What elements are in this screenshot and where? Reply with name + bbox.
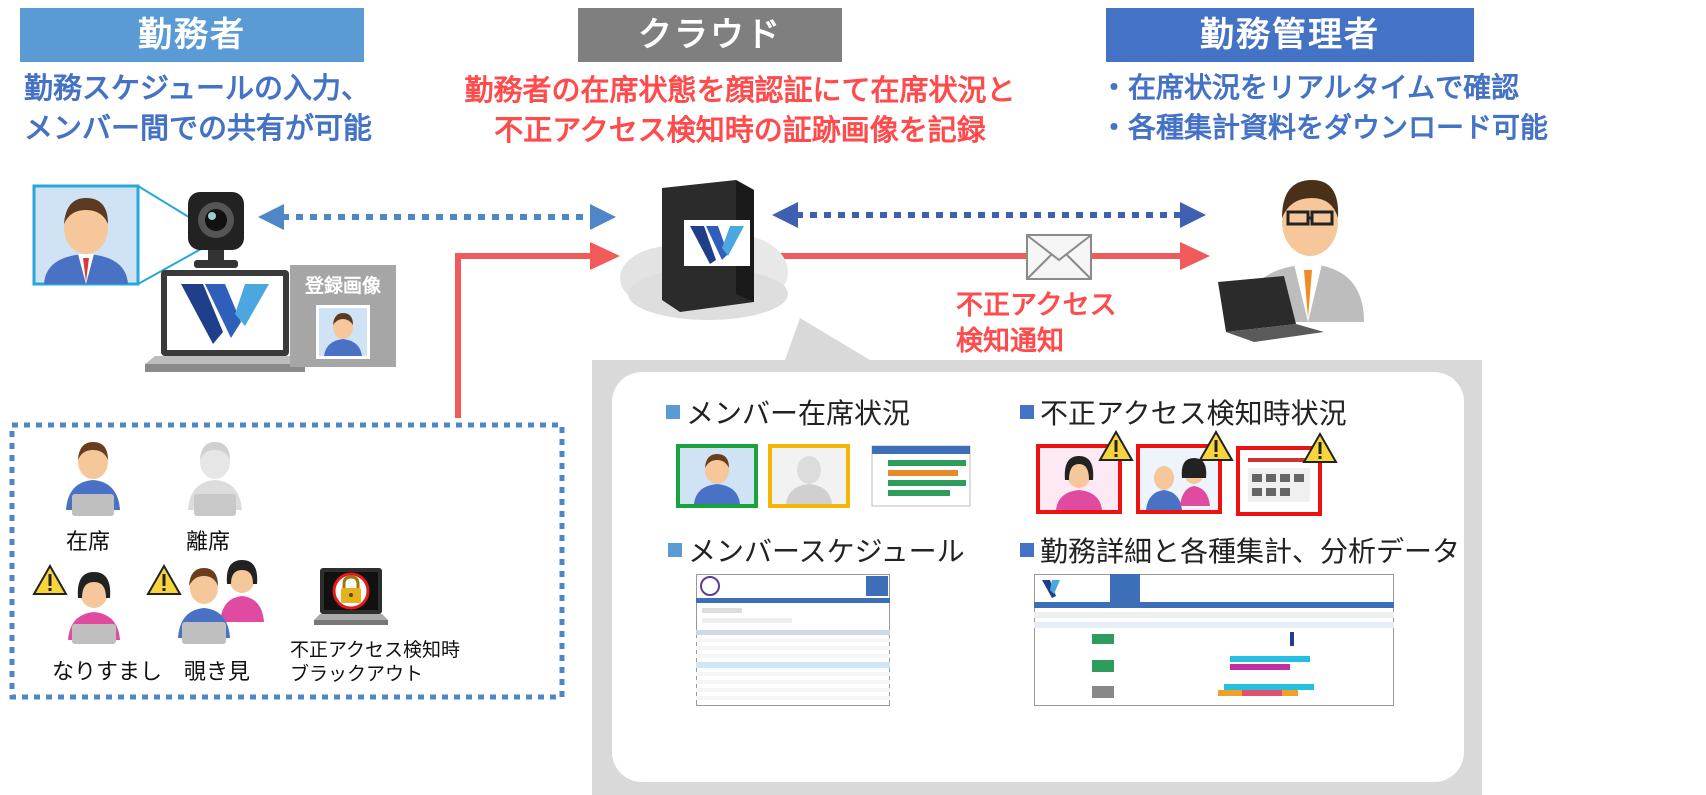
laptop-icon xyxy=(145,270,305,372)
peeking-label: 覗き見 xyxy=(184,660,251,685)
manager-description: ・在席状況をリアルタイムで確認・各種集計資料をダウンロード可能 xyxy=(1100,71,1549,144)
incident-thumbnails xyxy=(1036,430,1338,516)
member-status-thumbnails xyxy=(676,444,971,508)
worker-description: 勤務スケジュールの入力、メンバー間での共有が可能 xyxy=(24,71,373,145)
present-person-icon xyxy=(66,442,120,516)
warning-icon xyxy=(1098,430,1134,461)
cloud-header: クラウド xyxy=(578,8,842,62)
worker-header: 勤務者 xyxy=(20,8,364,62)
member-status-heading: メンバー在席状況 xyxy=(666,392,910,432)
warning-icon xyxy=(1302,431,1338,463)
registered-image-label: 登録画像 xyxy=(304,275,381,297)
warning-icon xyxy=(1198,430,1234,461)
manager-header: 勤務管理者 xyxy=(1106,8,1474,62)
logo-icon xyxy=(181,284,269,344)
away-label: 離席 xyxy=(186,530,231,555)
impersonation-label: なりすまし xyxy=(52,660,163,685)
blackout-laptop-icon xyxy=(314,568,388,625)
incident-status-heading: 不正アクセス検知時状況 xyxy=(1020,392,1347,432)
schedule-screenshot xyxy=(696,574,890,706)
server-icon xyxy=(662,180,754,312)
webcam-icon xyxy=(188,192,244,268)
member-schedule-heading: メンバースケジュール xyxy=(668,530,965,570)
away-person-icon xyxy=(188,442,242,516)
states-box xyxy=(9,422,565,700)
mail-icon xyxy=(1026,234,1092,280)
lock-icon xyxy=(341,575,361,603)
impersonation-icon xyxy=(32,564,120,644)
peeking-icon xyxy=(146,560,264,644)
registered-image-box: 登録画像 xyxy=(290,265,396,367)
present-label: 在席 xyxy=(66,530,111,555)
cloud-server-icon xyxy=(620,180,788,320)
blackout-label: 不正アクセス検知時ブラックアウト xyxy=(290,639,461,685)
registered-face-icon xyxy=(316,305,370,359)
work-details-heading: 勤務詳細と各種集計、分析データ xyxy=(1020,530,1460,570)
work-details-screenshot xyxy=(1034,574,1394,706)
warning-icon xyxy=(32,564,68,595)
worker-portrait xyxy=(32,184,211,286)
cloud-description: 勤務者の在席状態を顔認証にて在席状況と不正アクセス検知時の証跡画像を記録 xyxy=(464,73,1016,147)
incident-upload-arrow xyxy=(455,253,592,418)
warning-icon xyxy=(146,563,182,595)
alert-notification-label: 不正アクセス検知通知 xyxy=(956,290,1117,357)
manager-icon xyxy=(1218,180,1364,342)
